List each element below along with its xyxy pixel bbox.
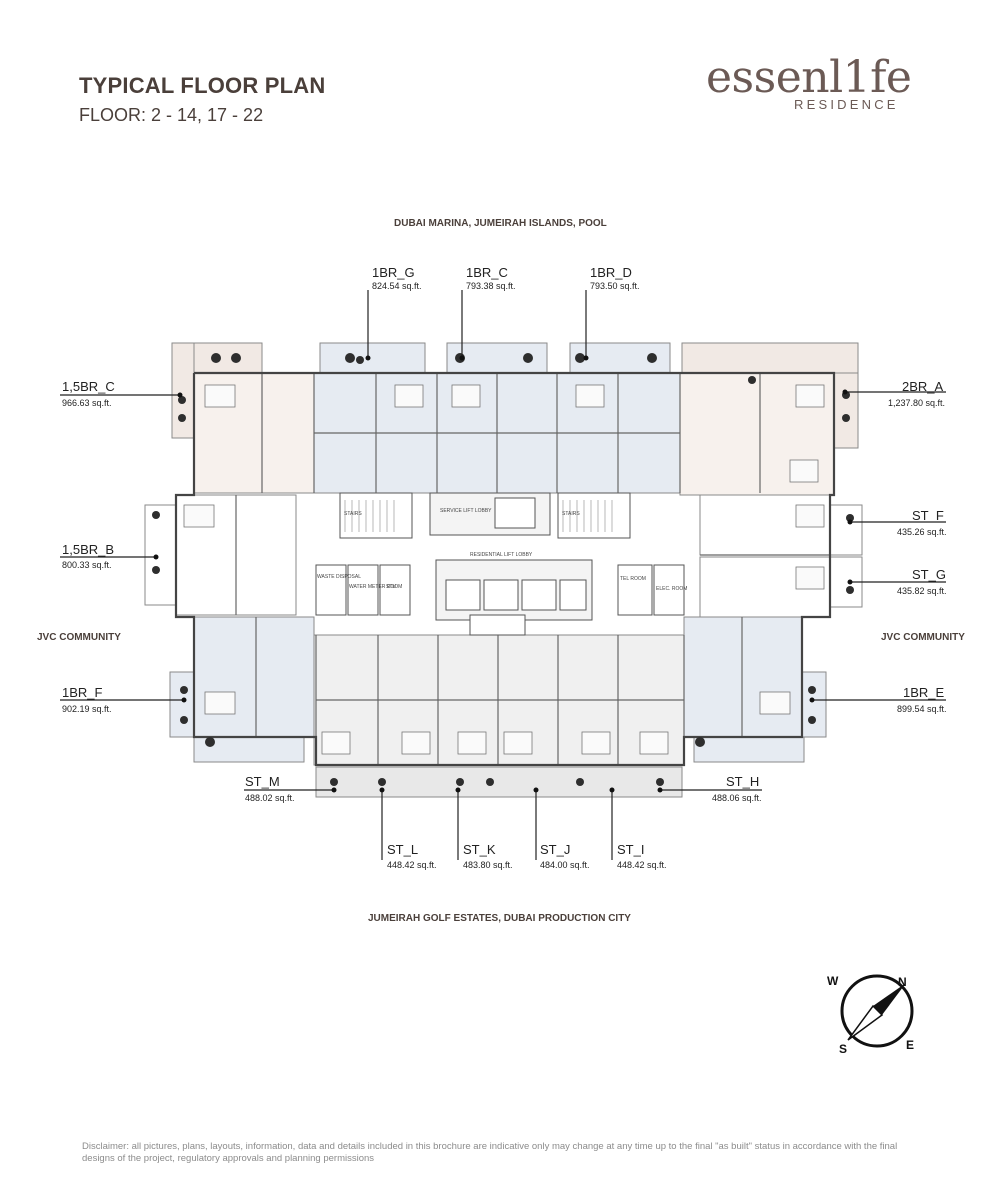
unit-area-1br-g: 824.54 sq.ft. <box>372 281 422 291</box>
balcony-north-1 <box>319 342 426 374</box>
compass-needle-north <box>873 983 906 1015</box>
label-water-meter: WATER METER ROOM <box>349 584 402 590</box>
balcony-1br-f <box>169 671 195 738</box>
disclaimer: Disclaimer: all pictures, plans, layouts… <box>82 1141 898 1164</box>
compass-n: N <box>898 975 907 989</box>
unit-area-st-h: 488.06 sq.ft. <box>712 793 762 803</box>
compass-s: S <box>839 1042 847 1056</box>
label-waste: WASTE DISPOSAL <box>317 574 361 580</box>
compass-e: E <box>906 1038 914 1052</box>
unit-area-1br-c: 793.38 sq.ft. <box>466 281 516 291</box>
unit-name-1br-d: 1BR_D <box>590 265 632 280</box>
balcony-1br-e-bottom <box>693 736 805 763</box>
leader-lines <box>60 290 946 860</box>
east-view-label: JVC COMMUNITY <box>881 632 965 643</box>
stair-treads <box>344 500 613 532</box>
compass-w: W <box>827 974 839 988</box>
partition-walls <box>235 373 830 765</box>
west-view-label: JVC COMMUNITY <box>37 632 121 643</box>
unit-name-st-k: ST_K <box>463 842 496 857</box>
unit-name-1br-e: 1BR_E <box>903 685 945 700</box>
label-residential-lift: RESIDENTIAL LIFT LOBBY <box>470 552 533 558</box>
balcony-1br5-c-side <box>171 342 195 439</box>
unit-area-1br-d: 793.50 sq.ft. <box>590 281 640 291</box>
unit-name-st-i: ST_I <box>617 842 645 857</box>
balcony-1br5-b <box>144 504 177 606</box>
stu-room <box>379 564 411 616</box>
unit-name-1br5-c: 1,5BR_C <box>62 379 115 394</box>
unit-name-1br-g: 1BR_G <box>372 265 415 280</box>
leader-dots <box>153 355 853 793</box>
unit-name-st-f: ST_F <box>912 508 944 523</box>
balcony-south-row <box>315 766 683 798</box>
unit-area-1br-e: 899.54 sq.ft. <box>897 704 947 714</box>
floor-range: FLOOR: 2 - 14, 17 - 22 <box>79 105 264 125</box>
label-stairs-west: STAIRS <box>344 511 362 517</box>
balcony-st-f <box>829 504 863 556</box>
north-view-label: DUBAI MARINA, JUMEIRAH ISLANDS, POOL <box>394 218 607 229</box>
unit-area-1br5-c: 966.63 sq.ft. <box>62 398 112 408</box>
water-meter-room <box>347 564 379 616</box>
balcony-1br-e <box>801 671 827 738</box>
label-stairs-east: STAIRS <box>562 511 580 517</box>
unit-area-st-j: 484.00 sq.ft. <box>540 860 590 870</box>
label-stu: STU <box>386 584 396 590</box>
compass: N E S W <box>827 974 914 1056</box>
unit-area-st-l: 448.42 sq.ft. <box>387 860 437 870</box>
unit-area-st-g: 435.82 sq.ft. <box>897 586 947 596</box>
waste-room <box>315 564 347 616</box>
page-title: TYPICAL FLOOR PLAN <box>79 73 326 98</box>
unit-name-st-g: ST_G <box>912 567 946 582</box>
unit-area-1br5-b: 800.33 sq.ft. <box>62 560 112 570</box>
label-service-lift: SERVICE LIFT LOBBY <box>440 508 492 514</box>
unit-area-2br-a: 1,237.80 sq.ft. <box>888 398 946 408</box>
building-outline <box>174 371 836 767</box>
compass-needle-south <box>847 1004 884 1041</box>
brand-logo: essenl1fe RESIDENCE <box>706 52 928 118</box>
unit-name-1br5-b: 1,5BR_B <box>62 542 115 557</box>
unit-area-st-k: 483.80 sq.ft. <box>463 860 513 870</box>
unit-area-st-f: 435.26 sq.ft. <box>897 527 947 537</box>
unit-name-st-l: ST_L <box>387 842 419 857</box>
planters <box>152 353 854 786</box>
compass-ring <box>840 974 914 1048</box>
label-tel: TEL ROOM <box>620 576 646 582</box>
unit-name-st-h: ST_H <box>726 774 760 789</box>
unit-1br-e-zone <box>683 616 803 738</box>
unit-area-st-i: 448.42 sq.ft. <box>617 860 667 870</box>
logo-subtitle: RESIDENCE <box>794 97 899 112</box>
elec-room <box>653 564 685 616</box>
core-labels: STAIRS STAIRS SERVICE LIFT LOBBY RESIDEN… <box>317 508 687 592</box>
unit-name-1br-f: 1BR_F <box>62 685 103 700</box>
furniture <box>183 384 825 755</box>
south-view-label: JUMEIRAH GOLF ESTATES, DUBAI PRODUCTION … <box>368 913 631 924</box>
logo-wordmark: essenl1fe <box>706 52 912 103</box>
unit-1br-f-zone <box>193 616 315 738</box>
balcony-2br-a-side <box>833 372 859 449</box>
unit-area-1br-f: 902.19 sq.ft. <box>62 704 112 714</box>
unit-name-st-m: ST_M <box>245 774 280 789</box>
label-elec: ELEC. ROOM <box>656 586 687 592</box>
unit-name-2br-a: 2BR_A <box>902 379 944 394</box>
unit-name-st-j: ST_J <box>540 842 571 857</box>
balcony-2br-a <box>681 342 859 374</box>
unit-name-1br-c: 1BR_C <box>466 265 508 280</box>
unit-area-st-m: 488.02 sq.ft. <box>245 793 295 803</box>
tel-room <box>617 564 653 616</box>
lift-shafts <box>445 497 587 636</box>
